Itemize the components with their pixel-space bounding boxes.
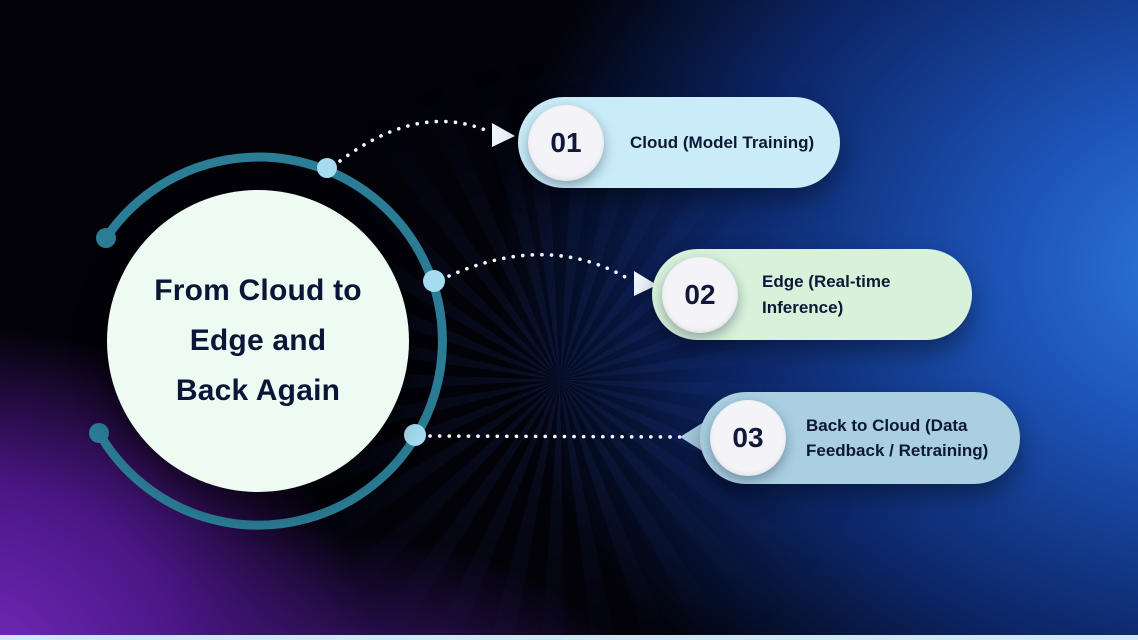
- step-1-number-badge: 01: [528, 104, 604, 181]
- title-line-2: Edge and: [189, 324, 327, 357]
- step-1-number: 01: [550, 126, 582, 158]
- title-line-3: Back Again: [175, 374, 341, 407]
- step-1-label: Cloud (Model Training): [630, 132, 815, 152]
- title-circle: From Cloud to Edge and Back Again: [107, 190, 409, 492]
- bottom-strip: [0, 635, 1138, 640]
- step-3-number: 03: [732, 422, 764, 453]
- step-pill-2: 02 Edge (Real-time Inference): [652, 249, 972, 340]
- step-2-number: 02: [684, 278, 716, 310]
- title-line-1: From Cloud to: [154, 274, 362, 307]
- step-pill-3: 03 Back to Cloud (Data Feedback / Retrai…: [700, 392, 1020, 484]
- step-3-number-badge: 03: [710, 400, 786, 476]
- step-pill-1: 01 Cloud (Model Training): [518, 97, 840, 188]
- step-2-number-badge: 02: [662, 256, 738, 333]
- step-3-label: Back to Cloud (Data Feedback / Retrainin…: [806, 415, 989, 461]
- step-2-label: Edge (Real-time Inference): [762, 272, 891, 317]
- page-title: From Cloud to Edge and Back Again: [154, 266, 362, 416]
